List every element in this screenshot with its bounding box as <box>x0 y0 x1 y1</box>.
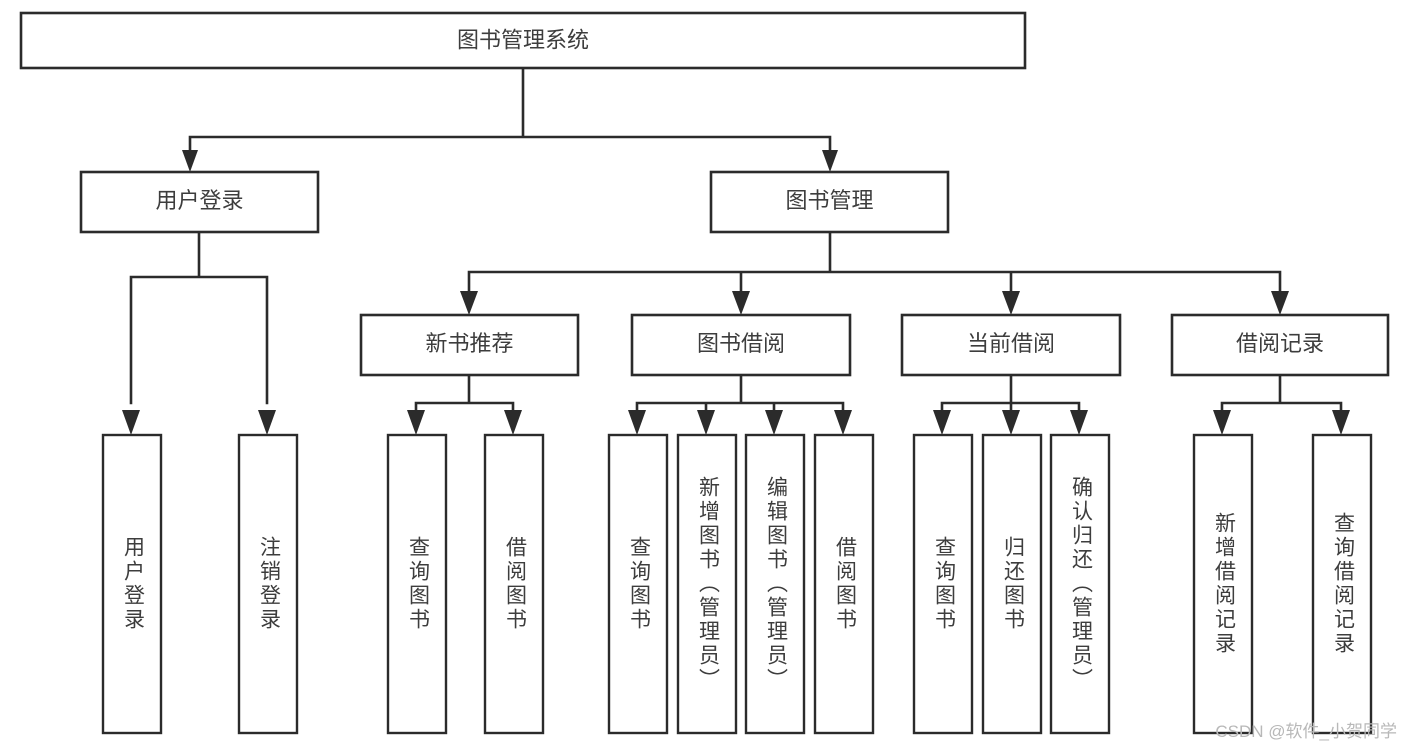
node-leaf-query-book-1[interactable]: 查询图书 <box>386 433 448 735</box>
node-current-borrow[interactable]: 当前借阅 <box>900 313 1122 377</box>
node-book-borrow[interactable]: 图书借阅 <box>630 313 852 377</box>
node-leaf-borrow-book-2-box[interactable] <box>813 433 875 735</box>
node-borrow-record-box[interactable] <box>1170 313 1390 377</box>
node-leaf-query-book-2[interactable]: 查询图书 <box>607 433 669 735</box>
node-root[interactable]: 图书管理系统 <box>19 11 1027 70</box>
node-leaf-borrow-book-2-label: 借阅图书 <box>833 536 857 632</box>
node-new-book-recommend[interactable]: 新书推荐 <box>359 313 580 377</box>
connector-borrow-record-bus <box>1220 373 1343 414</box>
node-leaf-query-book-3-box[interactable] <box>912 433 974 735</box>
node-leaf-add-book-box[interactable] <box>676 433 738 735</box>
node-leaf-query-record-label: 查询借阅记录 <box>1331 512 1355 656</box>
node-leaf-borrow-book-1-box[interactable] <box>483 433 545 735</box>
node-leaf-query-book-1-label: 查询图书 <box>406 536 430 632</box>
node-new-book-recommend-label: 新书推荐 <box>425 331 513 356</box>
node-leaf-query-record[interactable]: 查询借阅记录 <box>1311 433 1373 735</box>
connector-root-bus <box>188 66 832 162</box>
node-leaf-query-book-2-label: 查询图书 <box>627 536 651 632</box>
node-borrow-record[interactable]: 借阅记录 <box>1170 313 1390 377</box>
node-leaf-query-book-1-box[interactable] <box>386 433 448 735</box>
connector-user-login-bus <box>129 230 269 405</box>
arrow-to-book-manage <box>822 150 838 172</box>
connector-book-manage-bus <box>467 230 1282 292</box>
node-leaf-borrow-book-1[interactable]: 借阅图书 <box>483 433 545 735</box>
node-book-manage-label: 图书管理 <box>785 188 873 213</box>
arrow-to-leaf-edit-book <box>765 410 783 435</box>
node-book-manage[interactable]: 图书管理 <box>709 170 950 234</box>
node-root-label: 图书管理系统 <box>457 27 589 52</box>
connector-new-book-recommend-bus <box>414 373 515 414</box>
node-borrow-record-label: 借阅记录 <box>1236 331 1324 356</box>
node-book-borrow-box[interactable] <box>630 313 852 377</box>
node-leaf-edit-book[interactable]: 编辑图书（管理员） <box>744 433 806 735</box>
node-current-borrow-label: 当前借阅 <box>967 331 1055 356</box>
node-leaf-confirm-return[interactable]: 确认归还（管理员） <box>1049 433 1111 735</box>
arrow-to-leaf-query-book-3 <box>933 410 951 435</box>
node-leaf-query-book-2-box[interactable] <box>607 433 669 735</box>
node-leaf-query-record-box[interactable] <box>1311 433 1373 735</box>
arrow-to-book-borrow <box>732 291 750 315</box>
node-leaf-return-book-box[interactable] <box>981 433 1043 735</box>
node-leaf-confirm-return-label: 确认归还（管理员） <box>1069 476 1093 692</box>
node-leaf-user-logout[interactable]: 注销登录 <box>237 433 299 735</box>
node-leaf-user-login-label: 用户登录 <box>121 536 145 632</box>
node-leaf-user-login[interactable]: 用户登录 <box>101 433 163 735</box>
node-leaf-edit-book-label: 编辑图书（管理员） <box>764 476 788 692</box>
node-user-login-label: 用户登录 <box>155 188 243 213</box>
arrow-to-leaf-user-logout <box>258 410 276 435</box>
node-leaf-user-logout-label: 注销登录 <box>257 536 281 632</box>
arrow-to-leaf-borrow-book-2 <box>834 410 852 435</box>
node-leaf-borrow-book-1-label: 借阅图书 <box>503 536 527 632</box>
node-new-book-recommend-box[interactable] <box>359 313 580 377</box>
arrow-to-leaf-add-record <box>1213 410 1231 435</box>
csdn-watermark: CSDN @软件_小贺同学 <box>1215 722 1397 741</box>
node-root-box[interactable] <box>19 11 1027 70</box>
node-leaf-edit-book-box[interactable] <box>744 433 806 735</box>
arrow-to-leaf-borrow-book-1 <box>504 410 522 435</box>
node-book-borrow-label: 图书借阅 <box>697 331 785 356</box>
node-leaf-add-book[interactable]: 新增图书（管理员） <box>676 433 738 735</box>
node-user-login[interactable]: 用户登录 <box>79 170 320 234</box>
arrow-to-leaf-add-book <box>697 410 715 435</box>
connector-current-borrow-bus <box>940 373 1081 414</box>
node-leaf-user-logout-box[interactable] <box>237 433 299 735</box>
node-leaf-add-record[interactable]: 新增借阅记录 <box>1192 433 1254 735</box>
arrow-to-current-borrow <box>1002 291 1020 315</box>
node-leaf-query-book-3-label: 查询图书 <box>932 536 956 632</box>
arrow-to-leaf-confirm-return <box>1070 410 1088 435</box>
arrow-to-leaf-return-book <box>1002 410 1020 435</box>
arrow-to-leaf-query-record <box>1332 410 1350 435</box>
node-leaf-query-book-3[interactable]: 查询图书 <box>912 433 974 735</box>
node-book-manage-box[interactable] <box>709 170 950 234</box>
arrow-to-user-login <box>182 150 198 172</box>
node-leaf-return-book[interactable]: 归还图书 <box>981 433 1043 735</box>
arrow-to-borrow-record <box>1271 291 1289 315</box>
arrow-to-leaf-query-book-1 <box>407 410 425 435</box>
node-current-borrow-box[interactable] <box>900 313 1122 377</box>
arrow-to-new-book-recommend <box>460 291 478 315</box>
arrow-to-leaf-query-book-2 <box>628 410 646 435</box>
node-leaf-return-book-label: 归还图书 <box>1001 536 1025 632</box>
arrow-to-leaf-user-login <box>122 410 140 435</box>
node-leaf-add-record-label: 新增借阅记录 <box>1212 512 1236 656</box>
node-leaf-borrow-book-2[interactable]: 借阅图书 <box>813 433 875 735</box>
node-leaf-add-book-label: 新增图书（管理员） <box>696 476 720 692</box>
connectors-layer <box>122 66 1350 435</box>
node-user-login-box[interactable] <box>79 170 320 234</box>
node-leaf-user-login-box[interactable] <box>101 433 163 735</box>
connector-book-borrow-bus <box>635 373 845 414</box>
node-leaf-add-record-box[interactable] <box>1192 433 1254 735</box>
node-leaf-confirm-return-box[interactable] <box>1049 433 1111 735</box>
